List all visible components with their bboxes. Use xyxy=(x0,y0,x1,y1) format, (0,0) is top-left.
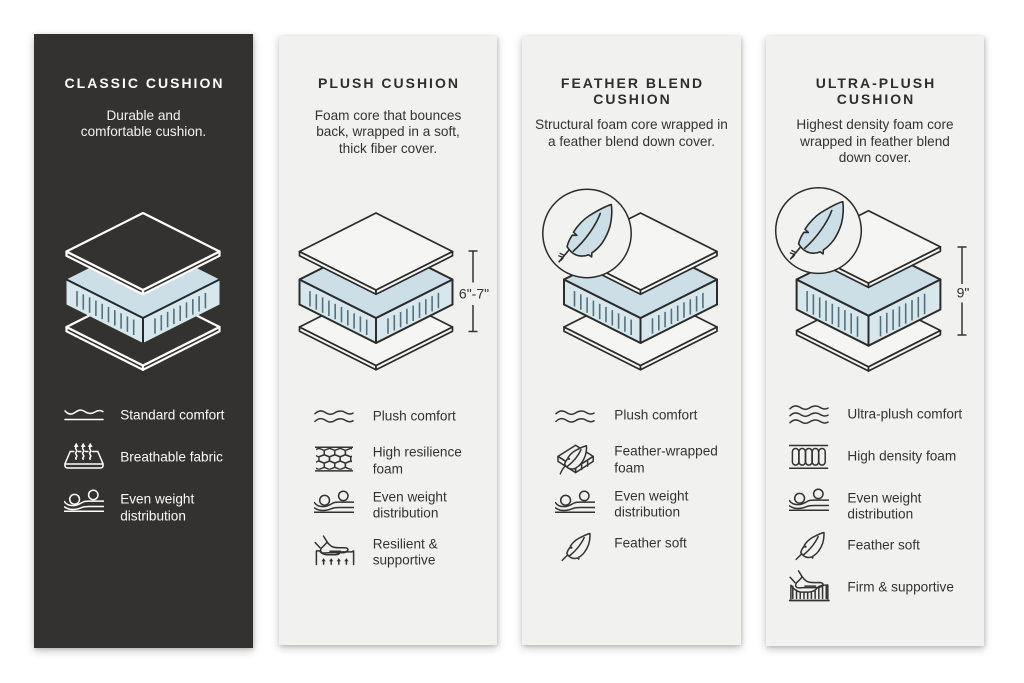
svg-text:9": 9" xyxy=(957,285,970,301)
svg-text:6"-7": 6"-7" xyxy=(459,286,489,302)
